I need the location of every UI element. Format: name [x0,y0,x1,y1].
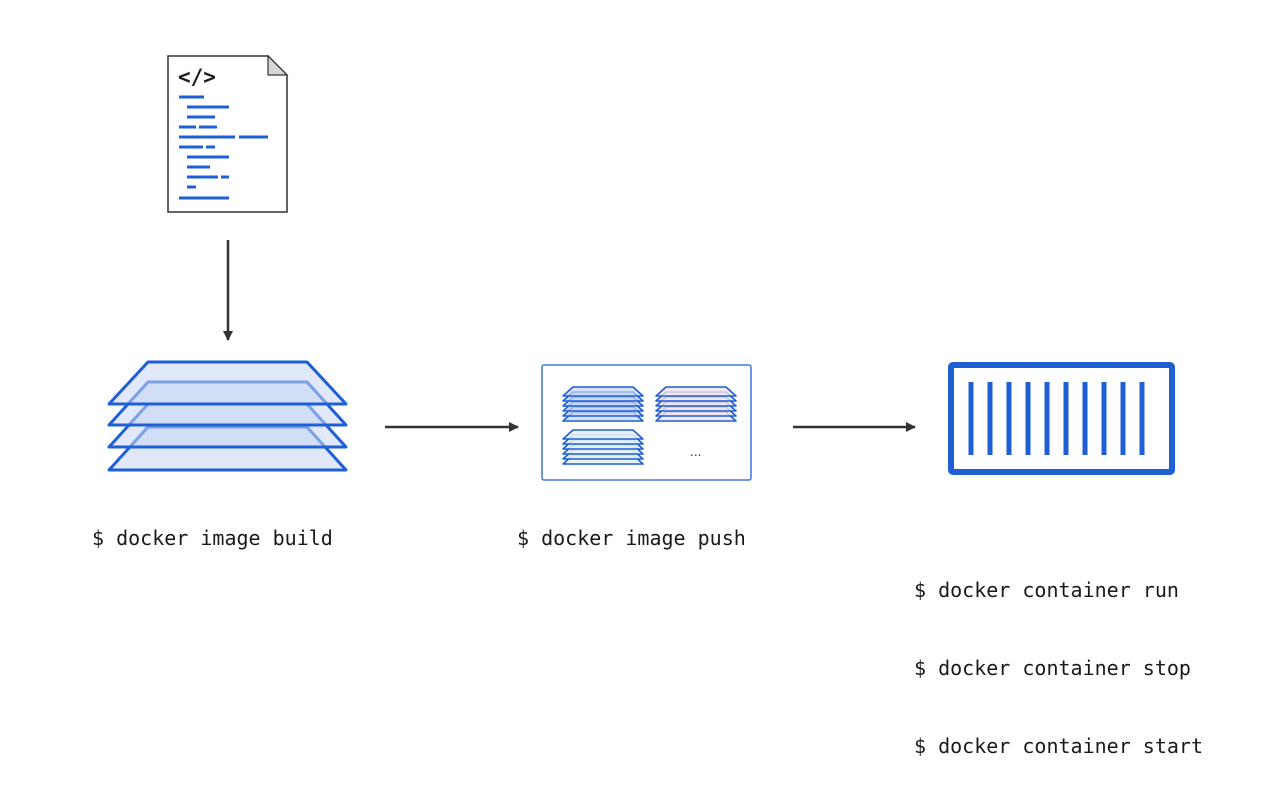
registry-image-light-icon [562,429,644,465]
container-start-command: $ docker container start [914,734,1203,758]
registry-ellipsis: ... [690,445,701,459]
registry-box: ... [541,364,752,481]
code-file-icon: </> [167,54,289,213]
container-icon [948,362,1175,475]
docker-workflow-diagram: </> [107,54,1175,481]
code-lines [179,95,268,200]
container-run-command: $ docker container run [914,578,1179,602]
container-commands: $ docker container run $ docker containe… [914,525,1203,785]
build-command: $ docker image build [92,526,333,550]
container-stop-command: $ docker container stop [914,656,1191,680]
code-tag-text: </> [178,65,216,89]
push-command: $ docker image push [517,526,746,550]
registry-image-blue-icon [562,386,644,422]
registry-image-pink-icon [655,386,737,422]
image-layers-icon [107,360,348,472]
